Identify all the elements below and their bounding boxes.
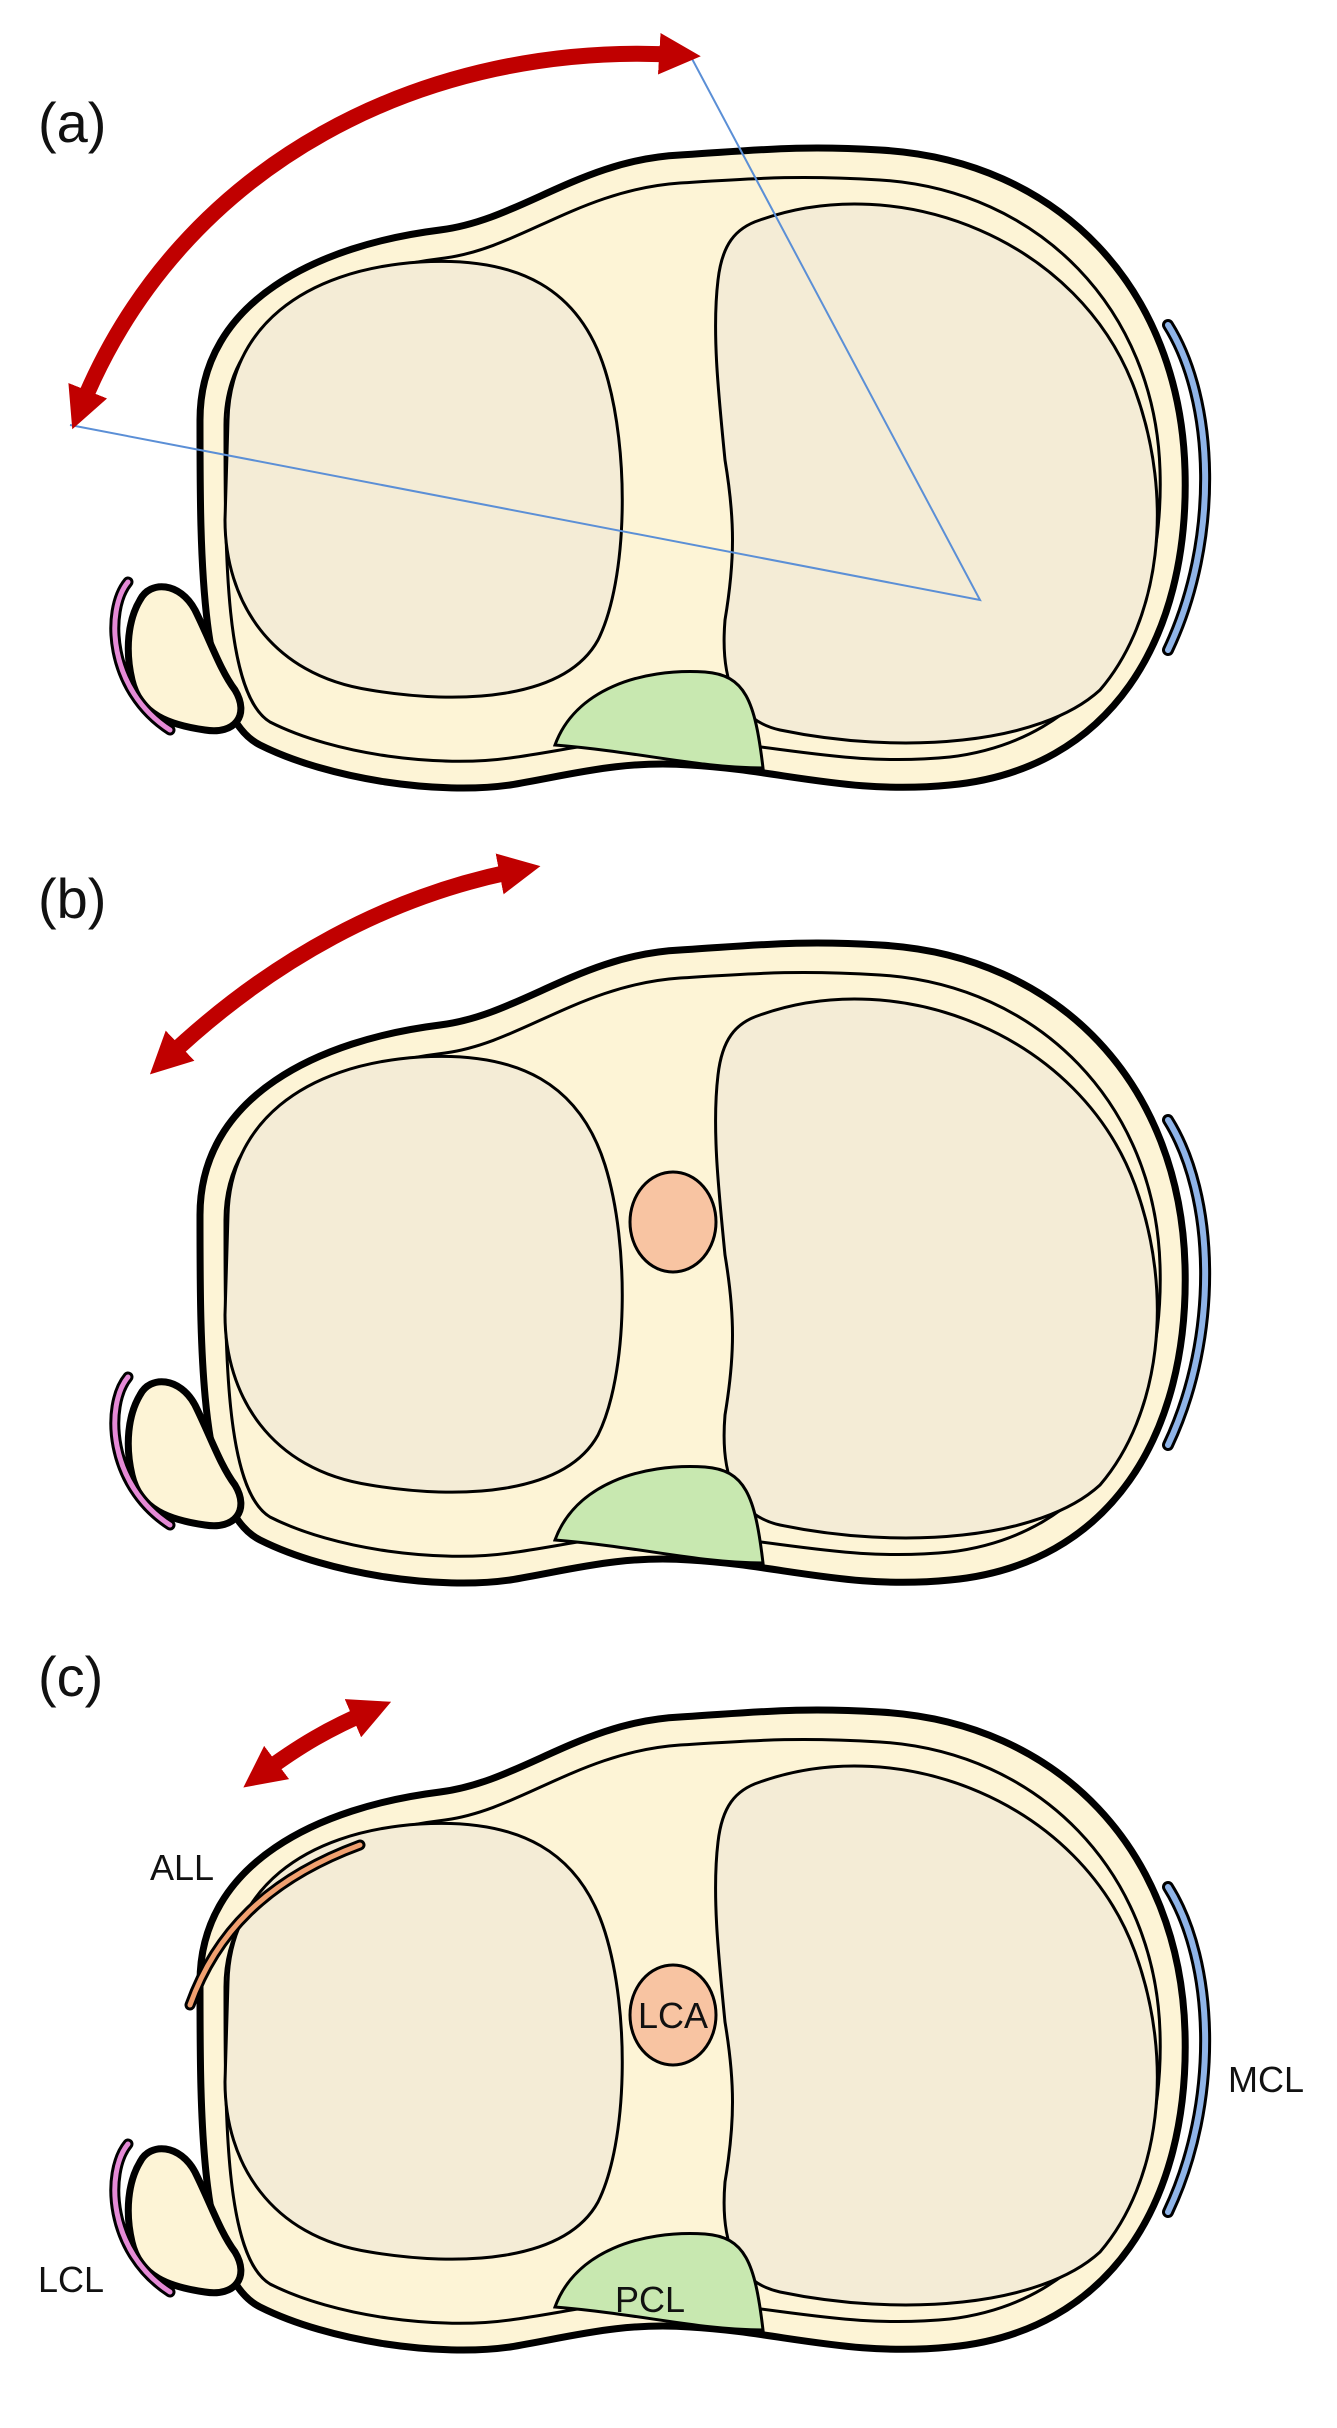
lcl-label: LCL xyxy=(38,2259,104,2300)
lca-circle xyxy=(628,1963,718,2067)
rotation-arrow-small xyxy=(243,1699,392,1788)
tibial-plateau xyxy=(115,148,1205,788)
lca-circle xyxy=(628,1170,718,1274)
pcl-label: PCL xyxy=(615,2279,685,2320)
mcl-label: MCL xyxy=(1228,2059,1304,2100)
rotation-arrow-large xyxy=(68,33,701,430)
panel-label: (c) xyxy=(38,1645,103,1708)
lca-label: LCA xyxy=(638,1995,708,2036)
panel-label: (b) xyxy=(38,867,106,930)
all-label: ALL xyxy=(150,1847,214,1888)
rotation-arrow-medium xyxy=(149,853,541,1075)
panel-label: (a) xyxy=(38,91,106,154)
panel-c: (c) ALL LCA MCL LCL PCL xyxy=(38,1645,1304,2350)
panel-a: (a) xyxy=(38,33,1205,788)
panel-b: (b) xyxy=(38,853,1205,1583)
rotation-angle-lines xyxy=(69,54,982,602)
